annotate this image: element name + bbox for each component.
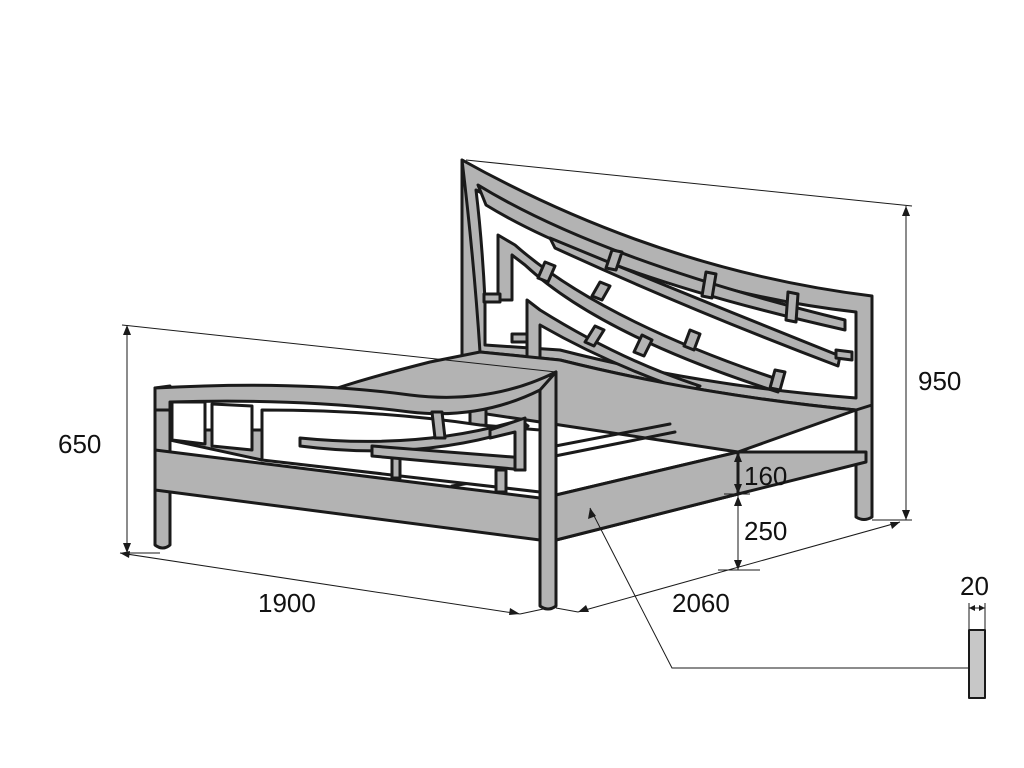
headboard-sweep-bar-3: [496, 233, 782, 394]
headboard-slat-3: [784, 290, 800, 324]
headboard-slat-7: [632, 333, 654, 358]
headboard-slat-12: [510, 332, 529, 344]
dim-2060-label: 2060: [672, 588, 730, 618]
dim-650-arrow-bottom: [123, 543, 131, 553]
headboard: [460, 158, 874, 521]
dim-2060-arrow-left: [578, 605, 589, 612]
dim-1900-arrow-right: [509, 608, 520, 615]
headboard-slat-10: [834, 348, 854, 362]
profile-bar: [968, 629, 986, 699]
dim-250-arrow-top: [734, 496, 742, 506]
footboard-opening-1: [170, 400, 207, 446]
footboard-bracket: [488, 416, 527, 472]
dim-1900-arrow-left: [120, 551, 130, 558]
dim-1900-label: 1900: [258, 588, 316, 618]
headboard-slat-6: [682, 328, 702, 352]
headboard-slat-9: [768, 368, 787, 392]
dimension-lines: [119, 159, 975, 669]
dim-1900-extension-right: [519, 607, 549, 615]
dim-650-arrow-top: [123, 325, 131, 335]
dim-20-label: 20: [960, 571, 989, 601]
footboard-post-small: [494, 468, 508, 494]
dim-2060-arrow-right: [890, 522, 900, 529]
dim-160-arrow-bottom: [734, 484, 742, 494]
footboard-curve-bar: [298, 418, 530, 453]
headboard-slat-8: [583, 324, 606, 348]
dim-160-arrow-top: [734, 452, 742, 462]
dim-950-arrow-top: [902, 206, 910, 216]
headboard-slat-5: [590, 280, 612, 302]
slat-line-2: [543, 430, 677, 460]
dim-250-label: 250: [744, 516, 787, 546]
footboard-bottom-rail: [153, 448, 542, 542]
headboard-sweep-bar-2: [548, 236, 842, 368]
dim-160-label: 160: [744, 461, 787, 491]
profile-leader-line: [589, 507, 975, 669]
dim-650-extension-top: [121, 324, 557, 373]
dim-650-label: 650: [58, 429, 101, 459]
dim-950-arrow-bottom: [902, 510, 910, 520]
dim-250-arrow-bottom: [734, 560, 742, 570]
profile-leader-arrow: [588, 508, 596, 519]
headboard-slat-1: [604, 248, 624, 272]
headboard-slat-4: [536, 260, 557, 284]
dim-20-arrow-right: [979, 605, 985, 611]
headboard-slat-11: [482, 292, 502, 304]
headboard-slat-2: [700, 270, 718, 300]
footboard-right-leg: [538, 370, 558, 611]
mattress-platform: [303, 350, 858, 454]
dim-950-label: 950: [918, 366, 961, 396]
footboard: [153, 370, 558, 611]
slat-line-1: [543, 422, 672, 450]
dim-2060-extension-left: [555, 607, 579, 613]
footboard-vertical-1: [430, 410, 447, 440]
profile-section: [968, 603, 986, 699]
dim-1900-line: [119, 552, 521, 615]
footboard-top-rail: [153, 370, 558, 416]
footboard-opening-2: [210, 402, 254, 452]
dim-950-extension-top: [465, 159, 913, 207]
near-side-rail-face: [554, 450, 740, 542]
dim-20-arrow-left: [969, 605, 975, 611]
